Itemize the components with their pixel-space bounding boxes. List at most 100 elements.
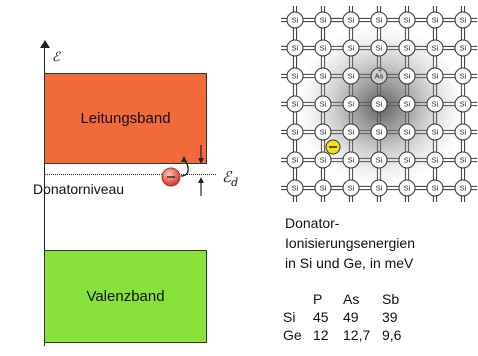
silicon-atom-label: Si (404, 184, 411, 193)
table-cell: 39 (382, 309, 398, 325)
table-cell: Ge (283, 327, 302, 343)
silicon-atom-label: Si (460, 72, 467, 81)
silicon-atom (286, 95, 304, 113)
silicon-atom (342, 11, 360, 29)
table-cell: 9,6 (382, 327, 402, 343)
conduction-band-label: Leitungsband (80, 110, 171, 127)
table-header-cell: As (343, 291, 360, 307)
silicon-atom (286, 151, 304, 169)
dopant-charge-label: + (378, 68, 382, 75)
silicon-atom (370, 151, 388, 169)
silicon-atom-label: Si (460, 156, 467, 165)
silicon-atom-label: Si (348, 72, 355, 81)
silicon-atom (454, 39, 472, 57)
silicon-atom-label: Si (432, 100, 439, 109)
silicon-atom (426, 67, 444, 85)
silicon-atom-label: Si (320, 184, 327, 193)
dopant-atom-label: As (375, 72, 384, 81)
donor-annotations (161, 145, 204, 196)
silicon-atom-label: Si (404, 44, 411, 53)
silicon-atom-label: Si (432, 44, 439, 53)
silicon-atom-label: Si (348, 44, 355, 53)
silicon-atom-label: Si (292, 128, 299, 137)
silicon-atom-label: Si (320, 44, 327, 53)
silicon-atom-label: Si (432, 156, 439, 165)
silicon-atom (454, 123, 472, 141)
silicon-atom (342, 123, 360, 141)
silicon-atom (370, 179, 388, 197)
silicon-atom (426, 123, 444, 141)
silicon-atom (398, 95, 416, 113)
silicon-atom (370, 95, 388, 113)
table-header-row: P As Sb (283, 290, 405, 308)
silicon-atom-label: Si (348, 16, 355, 25)
silicon-atom (314, 123, 332, 141)
energy-axis-label: ℰ (52, 50, 60, 65)
excitation-arrow (180, 159, 189, 177)
table-header-cell (283, 290, 313, 308)
silicon-atom-label: Si (348, 156, 355, 165)
silicon-atom-label: Si (432, 16, 439, 25)
table-header-cell: P (313, 291, 323, 307)
ionization-table: P As Sb Si 45 49 39 Ge 12 12,7 9,6 (283, 290, 405, 344)
silicon-atom-label: Si (460, 16, 467, 25)
silicon-atom (342, 151, 360, 169)
table-cell: 49 (343, 309, 359, 325)
silicon-atom (426, 11, 444, 29)
donor-energy-label: ℰd (222, 168, 239, 189)
silicon-atom (398, 39, 416, 57)
silicon-atom-label: Si (404, 156, 411, 165)
silicon-atom (370, 11, 388, 29)
silicon-atom (314, 39, 332, 57)
silicon-atom (426, 95, 444, 113)
silicon-atom (286, 39, 304, 57)
energy-axis-arrowhead (40, 40, 50, 48)
silicon-atom-label: Si (348, 184, 355, 193)
donor-level-label: Donatorniveau (33, 181, 125, 197)
gap-arrow-top-head (198, 158, 204, 164)
silicon-atom-label: Si (292, 100, 299, 109)
silicon-atom-label: Si (320, 128, 327, 137)
silicon-atom-label: Si (320, 156, 327, 165)
excitation-arrowhead (181, 156, 187, 162)
silicon-atom-label: Si (460, 100, 467, 109)
silicon-atom-label: Si (320, 100, 327, 109)
silicon-atom-label: Si (292, 44, 299, 53)
silicon-atom-label: Si (404, 100, 411, 109)
table-row: Si 45 49 39 (283, 308, 405, 326)
silicon-atom (314, 67, 332, 85)
silicon-atom-label: Si (320, 72, 327, 81)
silicon-atom-label: Si (432, 128, 439, 137)
energy-axis (44, 46, 45, 346)
table-header-cell: Sb (382, 291, 400, 307)
silicon-atom-label: Si (376, 184, 383, 193)
silicon-atom-label: Si (404, 128, 411, 137)
silicon-atom (314, 95, 332, 113)
silicon-atom (398, 151, 416, 169)
silicon-atom-label: Si (320, 16, 327, 25)
silicon-atom-label: Si (460, 44, 467, 53)
silicon-atom-label: Si (460, 184, 467, 193)
silicon-atom-label: Si (292, 16, 299, 25)
silicon-atom (314, 11, 332, 29)
silicon-atom (314, 179, 332, 197)
silicon-atom-label: Si (348, 128, 355, 137)
table-cell: 12 (313, 327, 329, 343)
silicon-atom-label: Si (460, 128, 467, 137)
silicon-atom-label: Si (376, 16, 383, 25)
silicon-atom (398, 179, 416, 197)
silicon-atom-label: Si (404, 72, 411, 81)
silicon-atom (454, 179, 472, 197)
gap-arrow-bottom-head (198, 177, 204, 183)
silicon-atom-label: Si (376, 128, 383, 137)
silicon-atom-label: Si (292, 184, 299, 193)
donor-level-line (44, 174, 216, 175)
caption-line-2: Ionisierungsenergien (285, 235, 415, 251)
silicon-atom (342, 95, 360, 113)
silicon-atom-label: Si (432, 184, 439, 193)
caption-line-3: in Si und Ge, in meV (285, 255, 414, 271)
silicon-atom (398, 67, 416, 85)
silicon-atom (398, 123, 416, 141)
silicon-atom (342, 179, 360, 197)
